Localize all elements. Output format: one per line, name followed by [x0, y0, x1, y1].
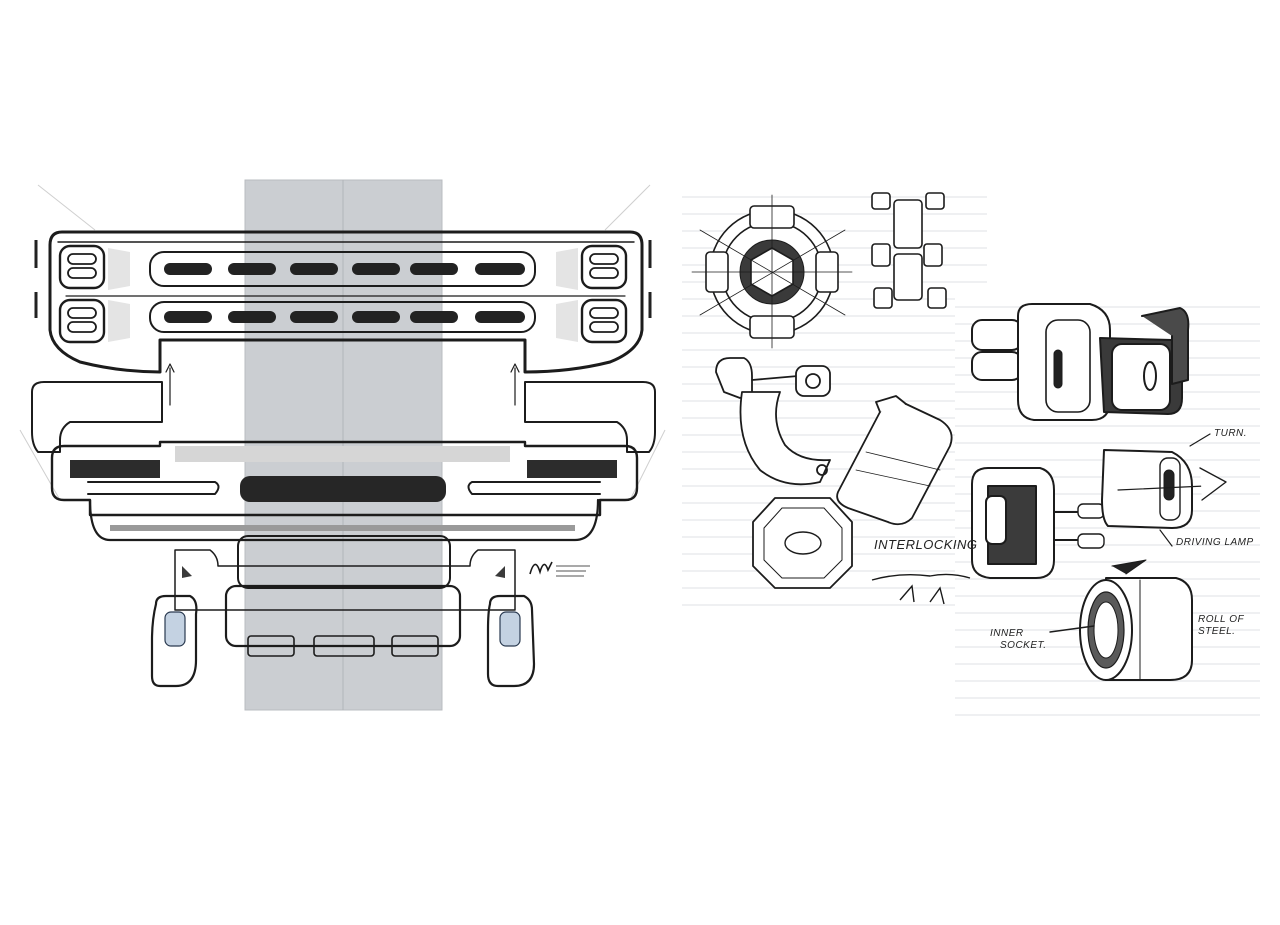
annotation-driving-lamp: DRIVING LAMP [1176, 537, 1254, 548]
clamp-bracket-sketch [715, 357, 831, 486]
concept-signature [871, 573, 971, 605]
annotation-roll-of-steel-line1: ROLL OF [1198, 614, 1245, 625]
driving-lamp-sketch [971, 433, 1227, 579]
artist-signature [529, 561, 590, 577]
module-thumbnails [871, 192, 947, 309]
skid-plate [174, 535, 516, 657]
annotation-inner-socket-line1: INNER [990, 628, 1024, 639]
annotation-roll-of-steel-line2: STEEL. [1198, 626, 1236, 637]
octagon-badge-sketch [752, 497, 853, 589]
annotation-turn: TURN. [1214, 428, 1248, 439]
annotation-interlocking: INTERLOCKING [874, 537, 978, 552]
bumper-black-caps [31, 381, 656, 453]
grille-slots-lower [149, 301, 536, 333]
interlocking-wheel-sketch [691, 194, 853, 349]
annotation-inner-socket-line2: SOCKET. [1000, 640, 1047, 651]
tow-hook-left [150, 594, 198, 688]
angled-module-sketch [836, 395, 953, 526]
headlamp-right [556, 240, 652, 344]
grille-slots-upper [149, 251, 536, 287]
socket-module-sketch [971, 303, 1190, 421]
front-bumper [50, 440, 639, 542]
grille-frame [48, 230, 644, 374]
tow-hook-right [486, 594, 536, 688]
headlamp-left [34, 240, 130, 344]
roll-of-steel-sketch [1049, 559, 1193, 681]
